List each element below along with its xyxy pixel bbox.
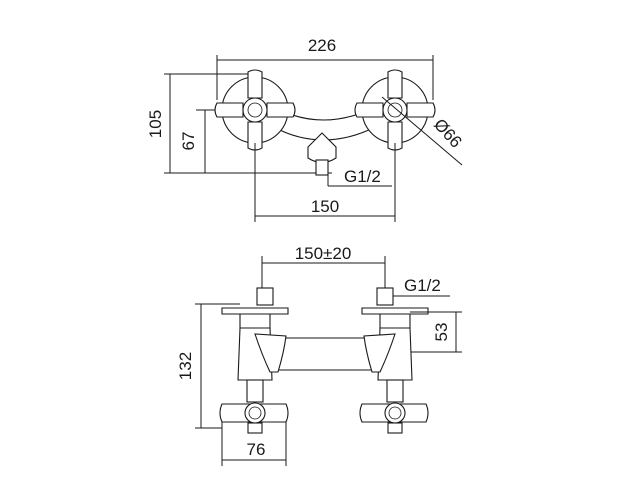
right-handle-knob-cap <box>388 406 402 420</box>
left-stem <box>246 379 264 403</box>
left-handle-bottom <box>247 422 263 434</box>
right-handle-arm-right <box>406 102 436 118</box>
right-stem <box>386 379 404 403</box>
right-valve-top <box>354 69 436 151</box>
front-view: 150±20 G1/2 53 <box>176 244 462 466</box>
right-handle-arm-down <box>387 121 403 151</box>
left-flange <box>221 307 289 315</box>
mixer-bar-front <box>269 337 381 371</box>
left-handle-knob-cap <box>248 406 262 420</box>
dim-label-67: 67 <box>179 132 198 151</box>
dim-label-150tol: 150±20 <box>295 244 352 263</box>
left-handle-arm-left <box>214 102 244 118</box>
left-elbow <box>254 333 287 373</box>
dim-label-53: 53 <box>432 323 451 342</box>
right-inlet-stub <box>376 287 394 306</box>
dim-label-150: 150 <box>311 197 339 216</box>
dim-label-105: 105 <box>146 110 165 138</box>
left-nut <box>239 313 271 329</box>
left-handle-arm-right <box>266 102 296 118</box>
right-handle-hub <box>382 97 408 123</box>
thread-label-top: G1/2 <box>344 167 381 186</box>
left-handle-knob <box>244 402 266 424</box>
dim-label-diameter: Ø66 <box>430 115 466 152</box>
thread-label-front: G1/2 <box>404 276 441 295</box>
right-nut <box>379 313 411 329</box>
right-handle-bottom <box>387 422 403 434</box>
right-handle-arm-up <box>387 69 403 99</box>
right-flange <box>361 307 429 315</box>
left-handle-cap <box>247 102 263 118</box>
top-view: 226 105 67 G1/2 <box>146 36 466 222</box>
right-handle-cap <box>387 102 403 118</box>
outlet-stem <box>315 159 329 176</box>
diameter-leader <box>381 96 463 166</box>
dim-label-132: 132 <box>176 352 195 380</box>
right-elbow <box>363 333 396 373</box>
left-handle-arm-up <box>247 69 263 99</box>
left-inlet-stub <box>256 287 274 306</box>
left-handle-arm-down <box>247 121 263 151</box>
dim-label-226: 226 <box>308 36 336 55</box>
left-handle-hub <box>242 97 268 123</box>
dim-label-76: 76 <box>247 440 266 459</box>
left-valve-top <box>214 69 296 151</box>
right-handle-arm-left <box>354 102 384 118</box>
right-handle-knob <box>384 402 406 424</box>
